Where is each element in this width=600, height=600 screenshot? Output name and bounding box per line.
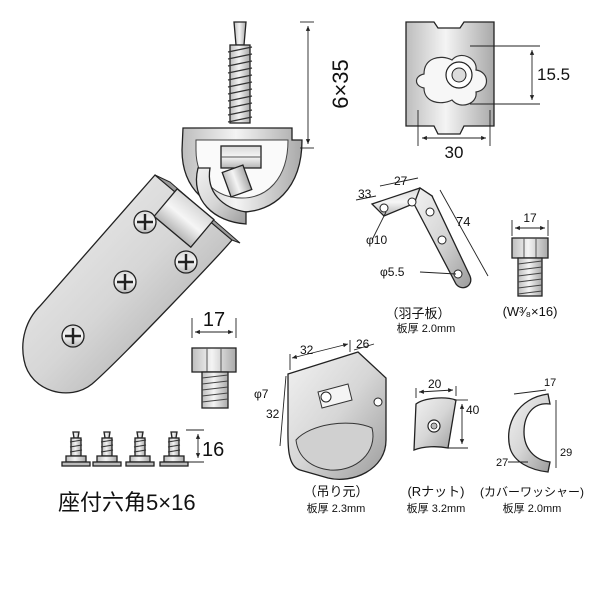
hex-screw-2	[92, 431, 122, 467]
hanger-hole-label: φ7	[254, 387, 269, 401]
hex-bolt-large: 17	[191, 309, 237, 409]
hex-washer-screws: 16 座付六角5×16	[58, 429, 224, 515]
cover-washer: 17 29 27 (カバーワッシャー) 板厚 2.0mm	[480, 377, 584, 515]
hex-screw-4	[159, 431, 189, 467]
arm-screw-2	[174, 250, 198, 274]
bolt-big-width-label: 17	[203, 309, 225, 331]
rnut-thickness-label: 板厚 3.2mm	[407, 501, 466, 515]
hex-screw-1	[61, 431, 91, 467]
angle-thickness-label: 板厚 2.0mm	[397, 321, 456, 335]
arm-screw-3	[113, 270, 137, 294]
angle-name-label: （羽子板）	[385, 306, 450, 321]
washer-right-label: 29	[560, 447, 572, 459]
hanger-thickness-label: 板厚 2.3mm	[307, 501, 366, 515]
drill-screw	[227, 21, 253, 124]
hanger-name-label: （吊り元）	[303, 484, 368, 499]
hanger-height-label: 32	[266, 407, 280, 421]
angle-hole1-label: φ10	[366, 233, 387, 247]
angle-left-width-label: 33	[358, 187, 372, 201]
bolt-small-name-label: (W³⁄₈×16)	[503, 304, 558, 319]
angle-length-label: 74	[456, 214, 470, 229]
hanger-bracket: 32 26 φ7 32 （吊り元） 板厚 2.3mm	[254, 337, 387, 515]
arm-screw-1	[133, 210, 157, 234]
screws-name-label: 座付六角5×16	[58, 490, 196, 515]
arm-screw-4	[61, 324, 85, 348]
hanger-width-label: 32	[300, 343, 314, 357]
rnut-height-label: 40	[466, 403, 480, 417]
angle-top-width-label: 27	[394, 174, 408, 188]
hanger-depth-label: 26	[356, 337, 370, 351]
washer-top-label: 17	[544, 377, 556, 389]
angle-hole2-label: φ5.5	[380, 265, 405, 279]
hex-bolt-small: 17 (W³⁄₈×16)	[503, 211, 558, 319]
bolt-shaft-mounted	[221, 164, 253, 198]
washer-thickness-label: 板厚 2.0mm	[503, 501, 562, 515]
washer-left-label: 27	[496, 457, 508, 469]
hex-screw-3	[125, 431, 155, 467]
bolt-small-width-label: 17	[523, 211, 537, 225]
screw-dim-label: 6×35	[328, 59, 353, 109]
plate-width-label: 30	[445, 143, 464, 162]
screws-length-label: 16	[202, 439, 224, 461]
rnut-name-label: (Rナット)	[407, 484, 464, 499]
rnut-width-label: 20	[428, 377, 442, 391]
mounting-plate: 15.5 30	[405, 21, 570, 162]
plate-height-label: 15.5	[537, 65, 570, 84]
angle-bracket: 27 33 74 φ10 φ5.5 （羽子板） 板厚 2.0mm	[355, 174, 489, 335]
main-assembly: 6×35	[22, 21, 353, 394]
washer-name-label: (カバーワッシャー)	[480, 485, 584, 499]
cover-washer-mounted	[195, 167, 247, 225]
r-nut: 20 40 (Rナット) 板厚 3.2mm	[407, 377, 480, 515]
